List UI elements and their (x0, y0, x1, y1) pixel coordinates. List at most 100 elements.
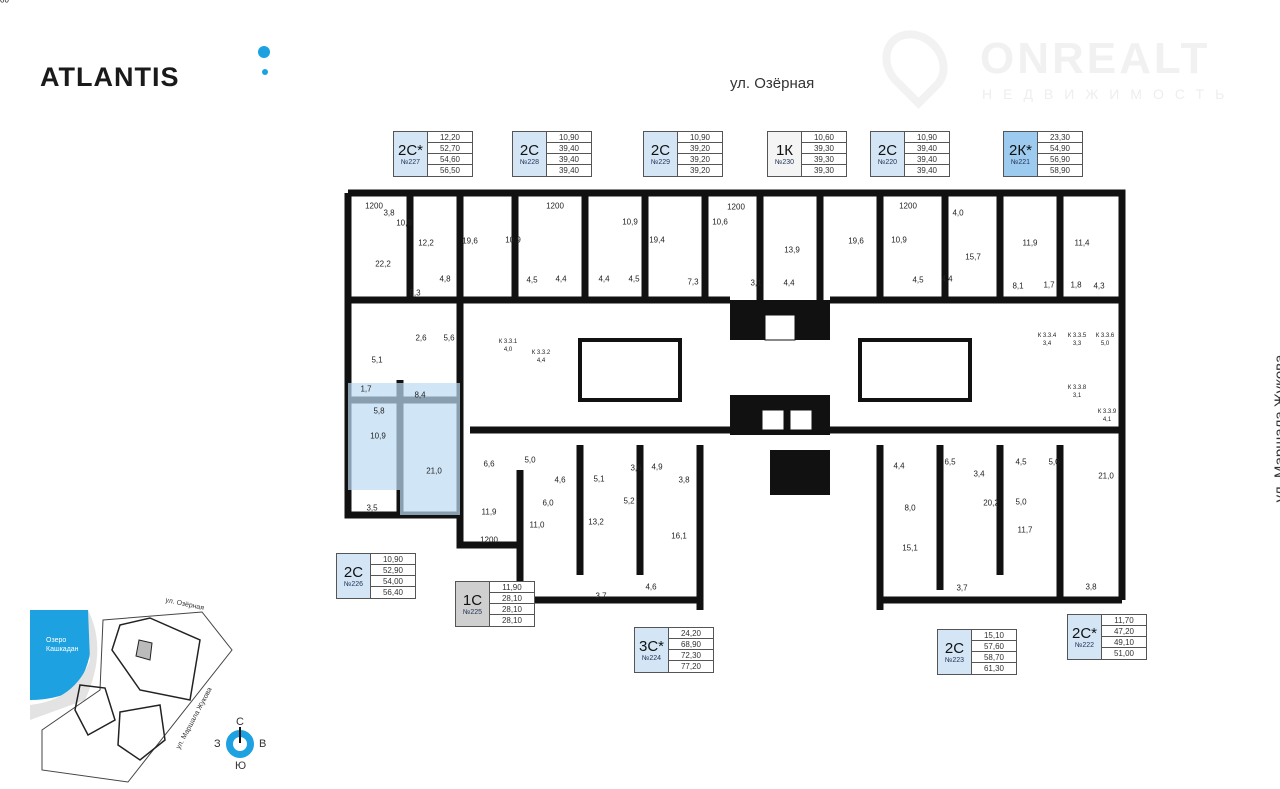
window-width-label: 1200 (899, 201, 917, 211)
room-area: 6,6 (483, 459, 495, 469)
room-area: 13,2 (588, 517, 604, 527)
area-value: 58,90 (1049, 166, 1071, 175)
room-area: 11,0 (529, 520, 545, 530)
room-area: 4,4 (598, 274, 610, 284)
room-area: 21,0 (426, 466, 442, 476)
room-area: 3,5 (366, 503, 378, 513)
area-value: 56,90 (1038, 154, 1082, 165)
apartment-number: №225 (462, 609, 483, 616)
area-value: 68,90 (669, 639, 713, 650)
room-area: 22,2 (375, 259, 391, 269)
room-area: 20,2 (983, 498, 999, 508)
room-area: 3,6 (630, 463, 642, 473)
room-area: 15,1 (902, 543, 918, 553)
area-value: 39,40 (547, 154, 591, 165)
room-area: 3,7 (956, 583, 968, 593)
room-area: 11,7 (1017, 525, 1033, 535)
room-area: 1,8 (1070, 280, 1082, 290)
area-value: 39,30 (813, 166, 835, 175)
core-block (770, 450, 830, 495)
stair (578, 338, 682, 402)
window-width-label: 1200 (480, 535, 498, 545)
area-value: 28,10 (490, 604, 534, 615)
area-value: 56,40 (382, 588, 404, 597)
room-area: 5,0 (1015, 497, 1027, 507)
room-area: 5,8 (373, 406, 385, 416)
storage-room: К 3.3.8 3,1 (1068, 384, 1087, 400)
room-area: 21,0 (1098, 471, 1114, 481)
room-area: 2,6 (415, 333, 427, 343)
area-value: 11,70 (1102, 615, 1146, 626)
compass-north: С (236, 716, 244, 728)
room-area: 4,5 (912, 275, 924, 285)
storage-area: 3,3 (1072, 341, 1082, 347)
logo-dot (258, 46, 270, 58)
storage-area: 3,1 (1072, 393, 1082, 399)
room-area: 4,0 (952, 208, 964, 218)
room-area: 3,8 (1085, 582, 1097, 592)
elevator (789, 409, 813, 431)
room-area: 19,6 (462, 236, 478, 246)
room-area: 4,5 (526, 275, 538, 285)
highlighted-apartment-226 (348, 383, 400, 490)
room-area: 4,9 (651, 462, 663, 472)
area-value: 39,30 (802, 143, 846, 154)
area-value: 39,20 (678, 143, 722, 154)
storage-id: К 3.3.8 (1067, 385, 1087, 391)
street-top: ул. Озёрная (730, 75, 815, 92)
apartment-number: №224 (641, 655, 662, 662)
room-area: 10,9 (370, 431, 386, 441)
watermark-subtitle: НЕДВИЖИМОСТЬ (982, 86, 1236, 102)
logo-dot (262, 69, 268, 75)
room-area: 13,9 (784, 245, 800, 255)
elevator (761, 409, 785, 431)
room-area: 16,1 (671, 531, 687, 541)
area-value: 28,10 (490, 593, 534, 604)
minimap-lake-label: Озеро Кашкадан (46, 637, 79, 653)
room-area: 4,4 (783, 278, 795, 288)
room-area: 5,2 (623, 496, 635, 506)
apartment-type: 2С (519, 142, 540, 159)
compass-east: В (259, 738, 267, 750)
area-value: 39,40 (916, 166, 938, 175)
room-area: 4,4 (893, 461, 905, 471)
room-area: 5,6 (443, 333, 455, 343)
room-area: 11,4 (1074, 238, 1090, 248)
storage-id: К 3.3.1 (498, 339, 518, 345)
area-value: 49,10 (1102, 637, 1146, 648)
room-area: 5,0 (1048, 457, 1060, 467)
room-area: 6,5 (944, 457, 956, 467)
room-area: 5,1 (593, 474, 605, 484)
room-area: 5,0 (524, 455, 536, 465)
room-area: 4,4 (941, 274, 953, 284)
area-value: 39,20 (689, 166, 711, 175)
room-area: 4,5 (628, 274, 640, 284)
window-width-label: 1200 (727, 202, 745, 212)
room-area: 4,6 (554, 475, 566, 485)
storage-id: К 3.3.2 (531, 350, 551, 356)
room-area: 8,0 (904, 503, 916, 513)
